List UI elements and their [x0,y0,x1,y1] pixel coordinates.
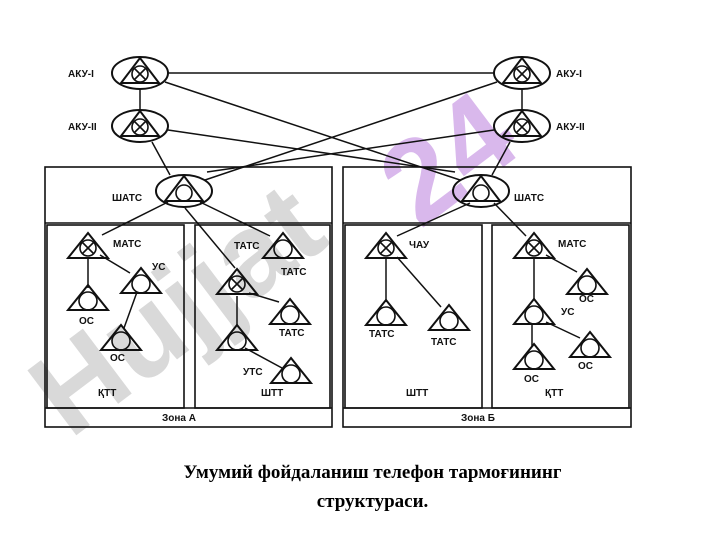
label-aku2-right: АКУ-II [556,122,585,133]
shats-left-icon [155,174,213,208]
aku1-right-icon [493,56,551,90]
shtt-b-box [344,224,483,409]
label-zone-a: Зона А [162,413,196,424]
shtt-a-box [194,224,331,409]
label-aku1-right: АКУ-I [556,69,582,80]
label-tats-b2: ТАТС [431,337,457,348]
label-ktt-b: ҚТТ [545,388,563,399]
label-os-a2: ОС [110,353,125,364]
label-shats-right: ШАТС [514,193,544,204]
label-os-b1: ОС [579,294,594,305]
aku1-left-icon [111,56,169,90]
mats-b-icon [513,232,555,259]
uts-a-icon [270,357,312,384]
node-labels: АКУ-I АКУ-II АКУ-I АКУ-II ШАТС ШАТС МАТС… [68,69,594,385]
label-ktt-a: ҚТТ [98,388,116,399]
label-tats-a3: ТАТС [279,328,305,339]
label-aku2-left: АКУ-II [68,122,97,133]
label-mats-a: МАТС [113,239,141,250]
us-b-icon [513,298,555,325]
label-shats-left: ШАТС [112,193,142,204]
label-mats-b: МАТС [558,239,586,250]
label-aku1-left: АКУ-I [68,69,94,80]
label-us-a: УС [152,262,165,273]
os-b1-icon [566,268,608,295]
label-tats-b1: ТАТС [369,329,395,340]
label-os-b2: ОС [524,374,539,385]
chau-icon [365,232,407,259]
caption-line-1: Умумий фойдаланиш телефон тармоғининг [183,462,562,483]
network-links [87,72,581,369]
caption-line-2: структураси. [316,491,429,512]
ktt-a-box [46,224,185,409]
ktt-b-box [491,224,630,409]
diagram-caption: Умумий фойдаланиш телефон тармоғининг ст… [0,458,720,516]
label-os-b3: ОС [578,361,593,372]
label-zone-b: Зона Б [461,413,495,424]
aku2-left-icon [111,109,169,143]
zone-b-frame [342,166,632,428]
mats-a-icon [67,232,109,259]
label-us-b: УС [561,307,574,318]
tats-b2-icon [428,304,470,331]
label-uts-a: УТС [243,367,263,378]
label-os-a1: ОС [79,316,94,327]
os-b2-icon [513,343,555,370]
label-chau: ЧАУ [409,240,430,251]
zone-a-frame [44,166,333,428]
area-labels: ҚТТ ШТТ ШТТ ҚТТ Зона А Зона Б [98,388,563,424]
label-shtt-b: ШТТ [406,388,428,399]
label-shtt-a: ШТТ [261,388,283,399]
tats-b1-icon [365,299,407,326]
label-tats-a2: ТАТС [281,267,307,278]
label-tats-a1: ТАТС [234,241,260,252]
zone-frames [44,166,632,428]
